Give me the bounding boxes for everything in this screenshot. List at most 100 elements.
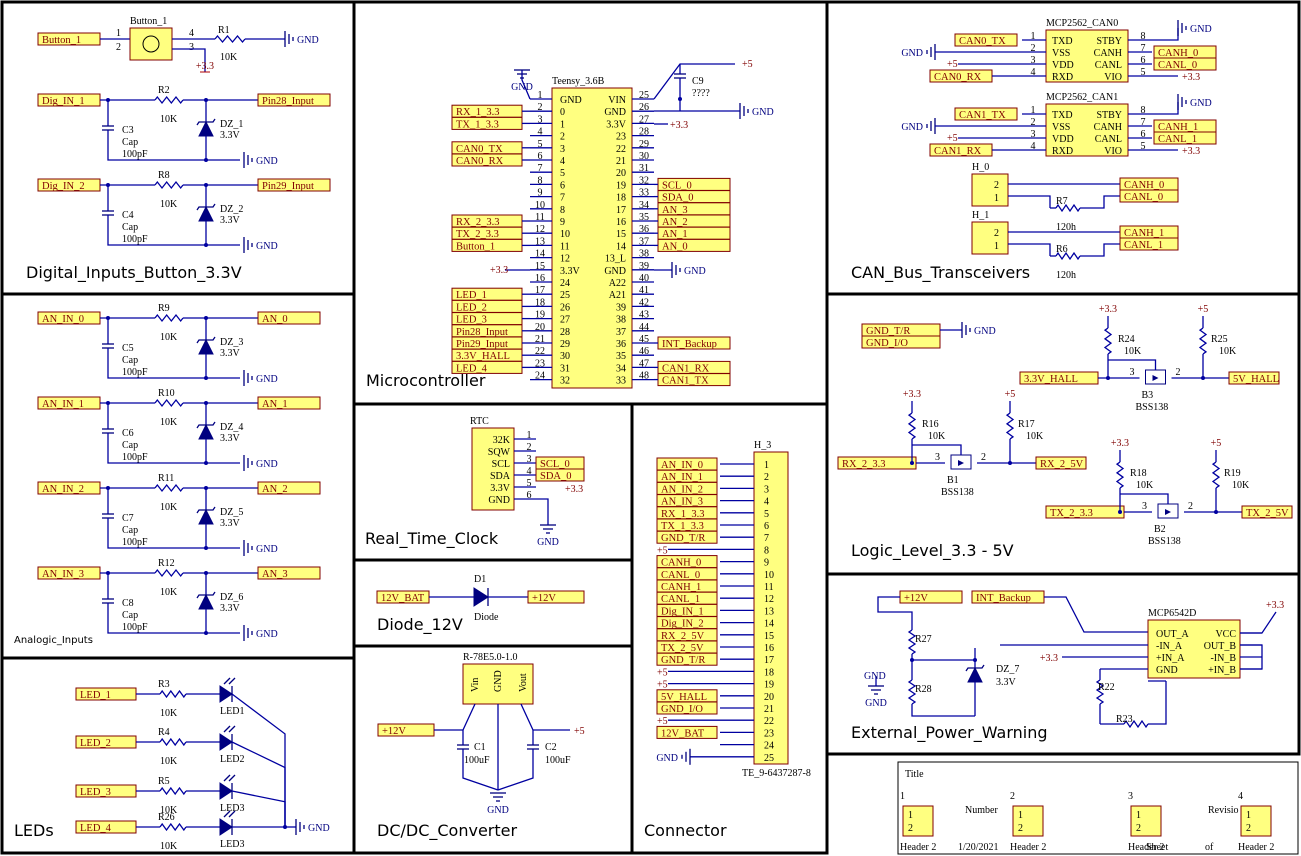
- net-rtc-text: SCL_0: [540, 459, 570, 470]
- net-connector-text: GND_T/R: [661, 533, 705, 544]
- pin-name: SDA: [490, 471, 511, 482]
- pin-number: 3: [935, 452, 940, 463]
- resistor-icon: [154, 483, 184, 493]
- zener-diode-icon: [196, 203, 216, 211]
- net-mcu-left-text: LED_2: [456, 302, 487, 313]
- pin-name: VIO: [1104, 146, 1122, 157]
- pin-number: 44: [639, 322, 649, 333]
- gnd-label: GND: [684, 266, 706, 277]
- c1-value: 100uF: [464, 755, 490, 766]
- junction: [204, 461, 208, 465]
- net-an-out: [257, 311, 321, 325]
- pin-number: 1: [994, 241, 999, 252]
- capacitor-value: 100pF: [122, 234, 148, 245]
- net-mcu-right-text: AN_0: [662, 241, 688, 252]
- pin-number: 4: [764, 497, 769, 508]
- mosfet-icon: [1152, 375, 1159, 381]
- pin-number: 42: [639, 297, 649, 308]
- resistor-ref: R2: [158, 85, 170, 96]
- pin-number: 45: [639, 334, 649, 345]
- c9-ref: C9: [692, 76, 704, 87]
- junction: [1201, 376, 1205, 380]
- pin-number: 1: [764, 460, 769, 471]
- gnd-label: GND: [901, 122, 923, 133]
- pin-number: 27: [639, 114, 649, 125]
- pin-name: SQW: [488, 447, 511, 458]
- power-label: +5: [1211, 438, 1222, 449]
- pin-name: 21: [616, 156, 626, 167]
- resistor-icon: [154, 180, 184, 190]
- gnd-label: GND: [864, 671, 886, 682]
- zener-diode-icon: [198, 508, 214, 525]
- net-shifter-in-text: TX_2_3.3: [1050, 508, 1093, 519]
- resistor-icon: [907, 629, 917, 655]
- pin-number: 4: [189, 28, 194, 39]
- net-can-tx: [954, 33, 1018, 47]
- pin-number: 2: [981, 452, 986, 463]
- resistor-icon: [1095, 679, 1105, 705]
- resistor-icon: [1055, 251, 1081, 261]
- led-ref: LED3: [220, 803, 244, 814]
- net-shifter-in-text: 3.3V_HALL: [1024, 374, 1078, 385]
- led-ray-icon: [228, 774, 236, 782]
- pin-number: 41: [639, 285, 649, 296]
- mcu-ref: Teensy_3.6B: [552, 76, 605, 87]
- net-led-text: LED_2: [80, 738, 111, 749]
- pin-name: 37: [616, 327, 626, 338]
- pin-number: 19: [764, 680, 774, 691]
- capacitor-value: 100pF: [122, 149, 148, 160]
- zener-diode-icon: [198, 593, 214, 610]
- pin-name: Vin: [470, 678, 481, 692]
- pin-number: 3: [538, 114, 543, 125]
- power-label: +5: [742, 59, 753, 70]
- pin-name: STBY: [1096, 36, 1122, 47]
- net-connector-text: TX_2_5V: [661, 643, 704, 654]
- power-label: +3.3: [1040, 653, 1058, 664]
- wire: [1044, 596, 1148, 633]
- net-an-out-text: AN_1: [262, 399, 288, 410]
- gnd-label: GND: [297, 35, 319, 46]
- resistor-value: 10K: [1136, 480, 1154, 491]
- resistor-icon: [154, 95, 184, 105]
- resistor-value: 120h: [1056, 222, 1076, 233]
- pin-name: 4: [560, 156, 565, 167]
- pin-number: 6: [527, 490, 532, 501]
- power-label: +3.3: [1266, 600, 1284, 611]
- resistor-icon: [214, 34, 246, 44]
- gnd-label: GND: [865, 698, 887, 709]
- resistor-value: 10K: [160, 587, 178, 598]
- pin-name: 15: [616, 229, 626, 240]
- pin-name: 28: [560, 327, 570, 338]
- mosfet-value: BSS138: [941, 487, 974, 498]
- can-ref: MCP2562_CAN1: [1046, 92, 1118, 103]
- zener-diode-icon: [196, 336, 216, 344]
- zener-ref: DZ_7: [996, 664, 1019, 675]
- led-ref: LED2: [220, 754, 244, 765]
- pin-name: GND: [604, 266, 626, 277]
- r22-ref: R22: [1098, 682, 1115, 693]
- pin-number: 3: [527, 454, 532, 465]
- gnd-label: GND: [487, 805, 509, 816]
- capacitor-value: 100pF: [122, 622, 148, 633]
- resistor-ref: R19: [1224, 468, 1241, 479]
- net-mcu-right-text: AN_1: [662, 229, 688, 240]
- pin-name: GND: [493, 670, 504, 692]
- pin-number: 2: [1018, 823, 1023, 834]
- net-an-out-text: AN_3: [262, 569, 288, 580]
- power-label: +3.3: [1182, 146, 1200, 157]
- power-label: +5: [657, 716, 668, 727]
- net-shifter-out: [1035, 456, 1087, 470]
- pin-number: 2: [1176, 367, 1181, 378]
- pin-number: 14: [535, 249, 545, 260]
- pin-number: 3: [764, 484, 769, 495]
- pin-name: Vout: [518, 673, 529, 692]
- resistor-icon: [1103, 327, 1113, 355]
- resistor-ref: R17: [1018, 419, 1035, 430]
- pin-number: 1: [116, 28, 121, 39]
- pin-number: 23: [535, 358, 545, 369]
- section-title-dcdc: DC/DC_Converter: [377, 821, 517, 841]
- pin-name: 20: [616, 168, 626, 179]
- pin-number: 28: [639, 127, 649, 138]
- net-an-out-text: AN_0: [262, 314, 288, 325]
